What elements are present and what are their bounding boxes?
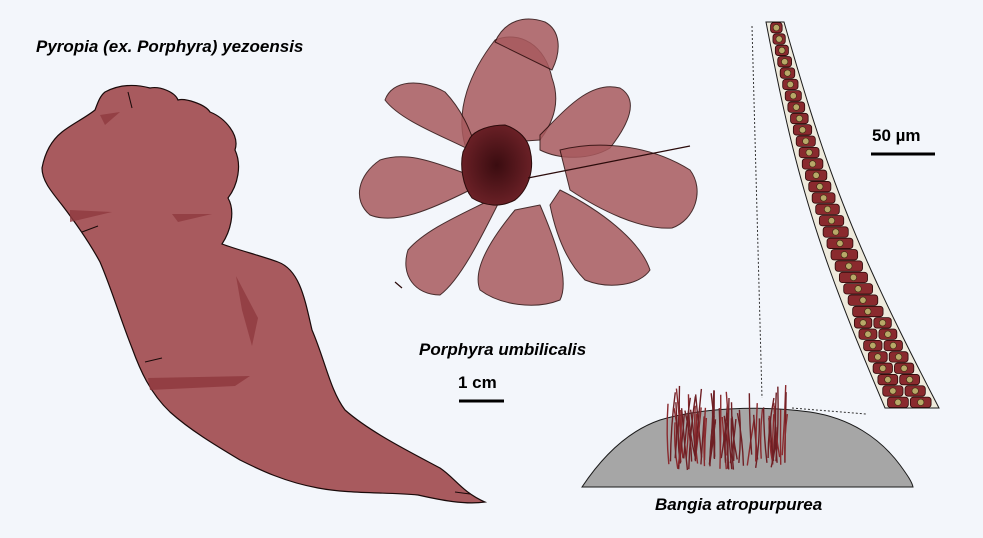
cell-nucleus <box>813 172 819 178</box>
scale-um-label: 50 µm <box>872 126 921 146</box>
cell-nucleus <box>796 115 802 121</box>
cell-nucleus <box>885 331 891 337</box>
cell-nucleus <box>880 365 886 371</box>
cell-nucleus <box>860 320 866 326</box>
cell-nucleus <box>779 47 785 53</box>
cell-nucleus <box>850 274 856 280</box>
cell-nucleus <box>809 161 815 167</box>
cell-nucleus <box>875 354 881 360</box>
cell-nucleus <box>906 376 912 382</box>
cell-nucleus <box>865 331 871 337</box>
bangia-label: Bangia atropurpurea <box>655 495 822 515</box>
pyropia-label: Pyropia (ex. Porphyra) yezoensis <box>36 37 303 57</box>
cell-nucleus <box>885 376 891 382</box>
cell-nucleus <box>865 308 871 314</box>
cell-nucleus <box>773 24 779 30</box>
cell-nucleus <box>790 93 796 99</box>
cell-nucleus <box>820 195 826 201</box>
cell-nucleus <box>879 320 885 326</box>
cell-nucleus <box>806 149 812 155</box>
cell-nucleus <box>912 388 918 394</box>
cell-nucleus <box>787 81 793 87</box>
cell-nucleus <box>890 388 896 394</box>
cell-nucleus <box>841 252 847 258</box>
scale-cm-label: 1 cm <box>458 373 497 393</box>
cell-nucleus <box>781 59 787 65</box>
porphyra-rosette-icon <box>359 19 697 305</box>
cell-nucleus <box>860 297 866 303</box>
cell-nucleus <box>855 286 861 292</box>
cell-nucleus <box>870 342 876 348</box>
porphyra-label: Porphyra umbilicalis <box>419 340 586 360</box>
bangia-filament-icon <box>766 22 939 408</box>
rock-substrate-icon <box>582 408 913 487</box>
cell-nucleus <box>817 183 823 189</box>
cell-nucleus <box>799 127 805 133</box>
cell-nucleus <box>901 365 907 371</box>
cell-nucleus <box>837 240 843 246</box>
cell-nucleus <box>793 104 799 110</box>
pyropia-thallus-icon <box>42 85 485 503</box>
cell-nucleus <box>895 399 901 405</box>
cell-nucleus <box>846 263 852 269</box>
cell-nucleus <box>803 138 809 144</box>
cell-nucleus <box>918 399 924 405</box>
cell-nucleus <box>784 70 790 76</box>
cell-nucleus <box>776 36 782 42</box>
cell-nucleus <box>890 342 896 348</box>
cell-nucleus <box>824 206 830 212</box>
cell-nucleus <box>895 354 901 360</box>
cell-nucleus <box>832 229 838 235</box>
cell-nucleus <box>828 217 834 223</box>
